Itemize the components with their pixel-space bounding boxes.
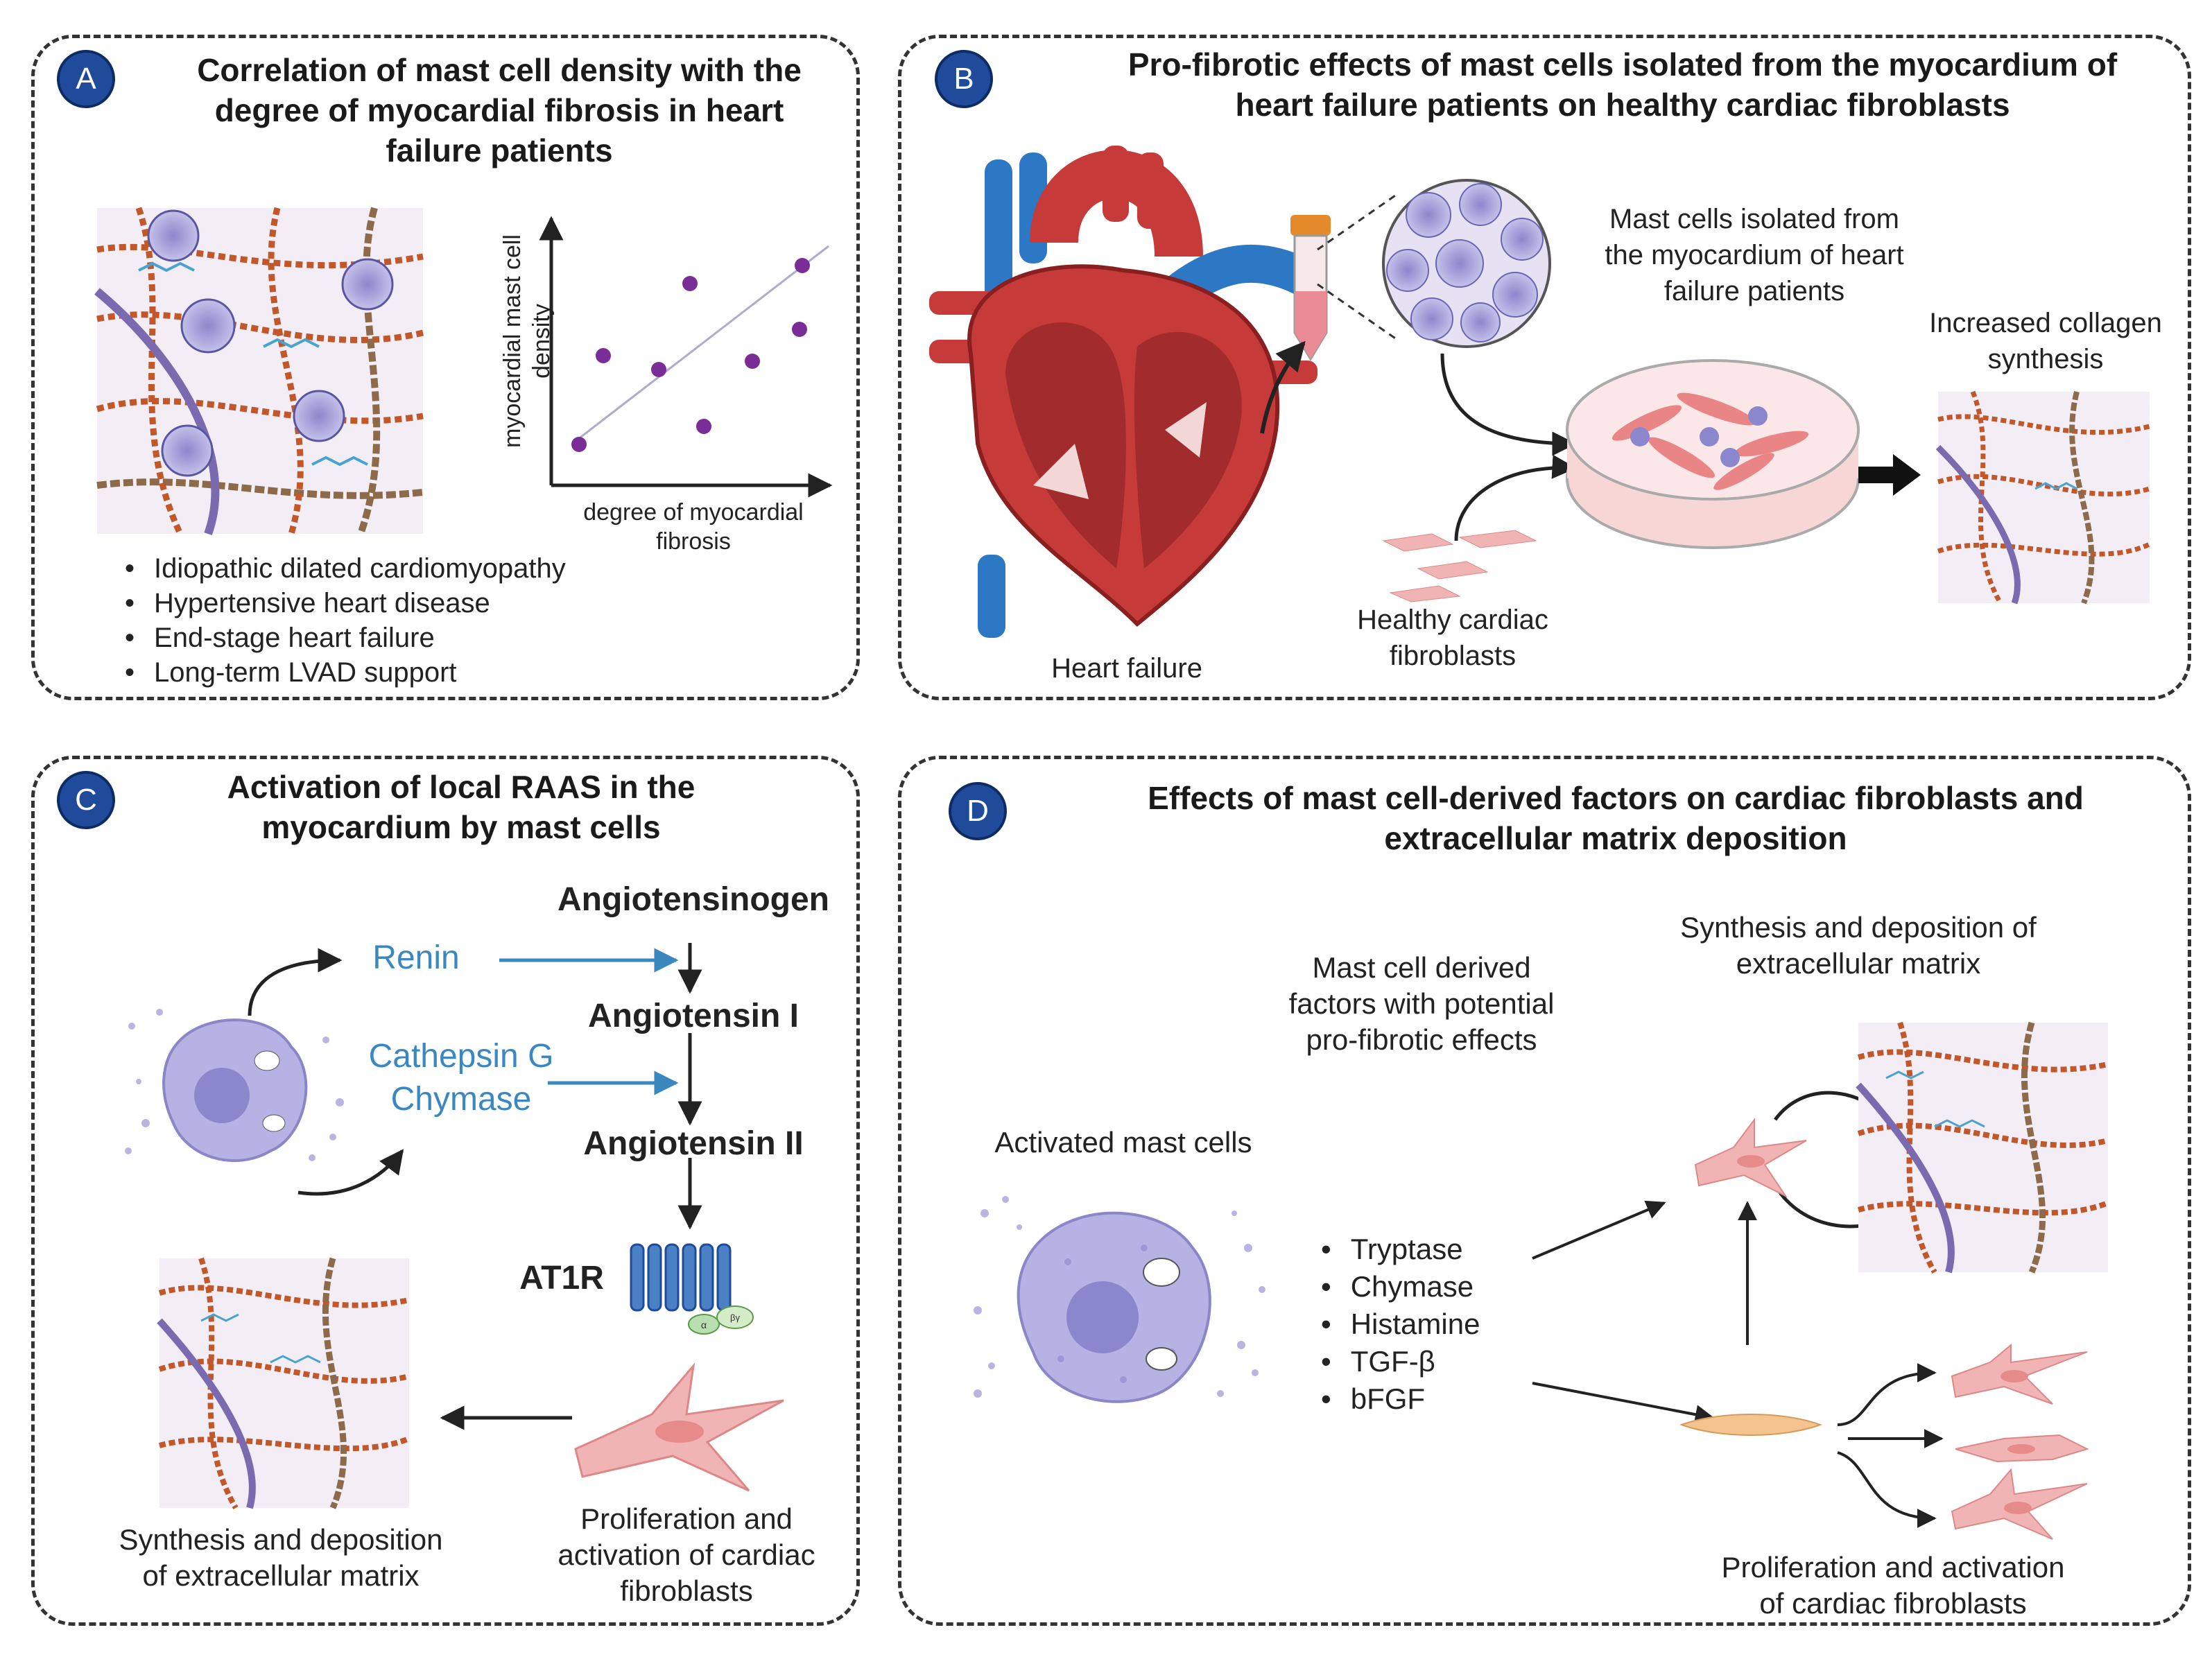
collagen-label: Increased collagen synthesis	[1900, 305, 2191, 377]
panel-c-title: Activation of local RAAS in the myocardi…	[132, 767, 790, 847]
title-line: Correlation of mast cell density with th…	[197, 52, 802, 88]
label-line: of extracellular matrix	[142, 1559, 420, 1592]
heart-failure-label: Heart failure	[1051, 653, 1202, 684]
label-line: Increased collagen	[1929, 308, 2162, 338]
panel-c	[31, 756, 860, 1626]
title-line: failure patients	[386, 132, 613, 168]
mast-cells-magnified	[1382, 179, 1551, 348]
label-line: Mast cell derived	[1312, 951, 1531, 984]
title-line: Effects of mast cell-derived factors on …	[1148, 780, 2084, 816]
label-line: factors with potential	[1288, 987, 1555, 1020]
raas-arrows	[248, 943, 702, 1230]
angiotensinogen-label: Angiotensinogen	[558, 881, 829, 918]
arrow	[1260, 340, 1306, 434]
ecm-tissue-image	[157, 1257, 411, 1510]
healthy-fibroblasts-icon	[1382, 530, 1537, 602]
angiotensin-ii-label: Angiotensin II	[583, 1125, 804, 1162]
activated-mast-cell-illustration	[974, 1196, 1265, 1403]
arrow	[1858, 454, 1921, 496]
proliferated-fibroblasts	[1951, 1343, 2089, 1540]
arrow	[1440, 353, 1577, 541]
label-line: synthesis	[1987, 344, 2104, 374]
ecm-synthesis-label: Synthesis and deposition of extracellula…	[80, 1522, 482, 1594]
derived-factors-label: Mast cell derived factors with potential…	[1234, 950, 1609, 1058]
beta-gamma-label: βγ	[730, 1312, 740, 1323]
label-line: Synthesis and deposition	[119, 1523, 443, 1556]
label-line: fibroblasts	[1389, 641, 1517, 671]
badge-c: C	[57, 771, 115, 829]
label-line: of cardiac fibroblasts	[1759, 1587, 2027, 1620]
factors-list: Tryptase Chymase Histamine TGF-β bFGF	[1321, 1231, 1480, 1418]
at1r-receptor-icon: α βγ	[630, 1243, 754, 1335]
label-line: failure patients	[1664, 276, 1845, 306]
panel-b	[898, 35, 2191, 700]
activated-mast-cells-label: Activated mast cells	[994, 1126, 1252, 1159]
petri-dish	[1566, 359, 1860, 549]
list-item: Chymase	[1321, 1268, 1480, 1305]
panel-a	[31, 35, 860, 700]
ecm-synthesis-d-label: Synthesis and deposition of extracellula…	[1616, 910, 2101, 982]
collagen-tissue-image	[1935, 390, 2151, 605]
renin-label: Renin	[372, 939, 460, 976]
axis-line: degree of myocardial	[583, 499, 804, 526]
title-line: Pro-fibrotic effects of mast cells isola…	[1127, 46, 2118, 83]
heart-illustration	[929, 146, 1317, 638]
x-axis-label: degree of myocardial fibrosis	[548, 498, 839, 556]
fibroblast-illustration	[574, 1362, 784, 1492]
arrow	[440, 1405, 572, 1430]
list-item: Long-term LVAD support	[125, 655, 566, 690]
cathepsin-label: Cathepsin G	[368, 1038, 554, 1075]
fibroblast-illustration	[1694, 1118, 1807, 1198]
list-item: End-stage heart failure	[125, 621, 566, 655]
title-line: extracellular matrix deposition	[1384, 820, 1847, 856]
fibroblast-activation-d-label: Proliferation and activation of cardiac …	[1664, 1550, 2122, 1622]
list-item: Idiopathic dilated cardiomyopathy	[125, 551, 566, 586]
list-item: TGF-β	[1321, 1343, 1480, 1380]
axis-line: myocardial mast cell	[499, 234, 526, 448]
axis-line: fibrosis	[656, 528, 731, 555]
label-line: extracellular matrix	[1736, 947, 1981, 980]
fibrotic-tissue-image	[94, 207, 424, 536]
title-line: heart failure patients on healthy cardia…	[1235, 87, 2010, 123]
mast-cell-illustration	[125, 1009, 344, 1162]
badge-a: A	[57, 50, 115, 108]
healthy-fibroblasts-label: Healthy cardiac fibroblasts	[1304, 602, 1602, 674]
label-line: pro-fibrotic effects	[1306, 1023, 1537, 1056]
chymase-label: Chymase	[390, 1081, 532, 1118]
label-line: the myocardium of heart	[1605, 240, 1904, 270]
list-item: Hypertensive heart disease	[125, 586, 566, 621]
zoom-lines	[1317, 193, 1398, 341]
panel-b-title: Pro-fibrotic effects of mast cells isola…	[1040, 44, 2205, 125]
conditions-list: Idiopathic dilated cardiomyopathy Hypert…	[125, 551, 566, 690]
title-line: Activation of local RAAS in the	[227, 769, 695, 805]
y-axis-label: myocardial mast cell density	[498, 202, 556, 480]
label-line: activation of cardiac	[558, 1538, 815, 1571]
fibroblast-activation-label: Proliferation and activation of cardiac …	[527, 1501, 846, 1609]
title-line: degree of myocardial fibrosis in heart	[214, 92, 784, 128]
badge-b: B	[935, 50, 993, 108]
label-line: Healthy cardiac	[1357, 605, 1548, 635]
panel-a-title: Correlation of mast cell density with th…	[125, 50, 874, 171]
correlation-scatter-plot	[539, 216, 833, 498]
alpha-label: α	[701, 1319, 707, 1330]
label-line: Synthesis and deposition of	[1680, 911, 2037, 944]
angiotensin-i-label: Angiotensin I	[588, 998, 799, 1034]
list-item: bFGF	[1321, 1380, 1480, 1418]
isolated-mast-cells-label: Mast cells isolated from the myocardium …	[1560, 201, 1949, 309]
label-line: Proliferation and	[580, 1502, 793, 1535]
quiescent-fibroblast-icon	[1679, 1414, 1822, 1436]
label-line: fibroblasts	[620, 1574, 753, 1607]
panel-d-title: Effects of mast cell-derived factors on …	[1082, 778, 2150, 858]
panel-d	[898, 756, 2191, 1626]
at1r-label: AT1R	[519, 1260, 604, 1296]
list-item: Histamine	[1321, 1305, 1480, 1343]
label-line: Mast cells isolated from	[1609, 204, 1899, 234]
label-line: Proliferation and activation	[1721, 1551, 2065, 1584]
axis-line: density	[528, 304, 555, 379]
title-line: myocardium by mast cells	[261, 809, 661, 845]
badge-d: D	[949, 782, 1007, 840]
list-item: Tryptase	[1321, 1231, 1480, 1268]
ecm-tissue-d-image	[1856, 1021, 2109, 1274]
